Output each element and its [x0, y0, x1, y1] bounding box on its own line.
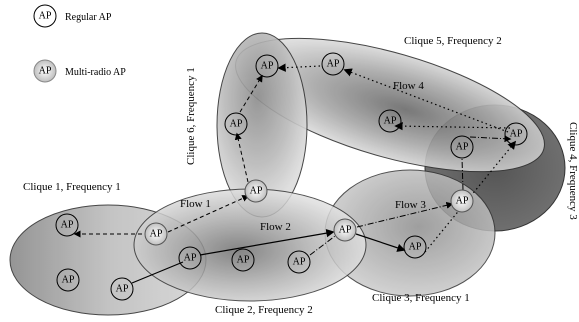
- regular-ap-node: [321, 52, 345, 76]
- multi-radio-ap-node-label: AP: [250, 186, 263, 197]
- regular-ap-node-label: AP: [116, 284, 129, 295]
- regular-ap-node-label: AP: [327, 59, 340, 70]
- legend-multi-radio-ap-symbol: AP: [39, 66, 52, 77]
- flow-1-label: Flow 1: [180, 198, 211, 210]
- multi-radio-aps: AP AP AP AP: [144, 179, 474, 246]
- clique-6-label: Clique 6, Frequency 1: [185, 67, 197, 165]
- flow-2-label: Flow 2: [260, 221, 291, 233]
- regular-ap-node: [504, 122, 528, 146]
- regular-ap-node: [55, 213, 79, 237]
- regular-ap-node-label: AP: [237, 255, 250, 266]
- regular-ap-node-label: AP: [510, 129, 523, 140]
- regular-ap-node-label: AP: [62, 275, 75, 286]
- regular-ap-node: [231, 248, 255, 272]
- clique-4-label: Clique 4, Frequency 3: [567, 122, 579, 220]
- regular-ap-node: [287, 250, 311, 274]
- flow-3-label: Flow 3: [395, 199, 426, 211]
- flow-4-path: [277, 63, 517, 253]
- clique-2-region: [133, 188, 367, 302]
- flow-3-path: [309, 135, 512, 256]
- regular-ap-node-label: AP: [409, 242, 422, 253]
- regular-ap-node: [110, 277, 134, 301]
- legend-multi-radio-ap-label: Multi-radio AP: [65, 67, 126, 78]
- legend-regular-ap-symbol: AP: [39, 11, 52, 22]
- regular-ap-node: [224, 112, 248, 136]
- regular-ap-node-label: AP: [261, 61, 274, 72]
- legend-regular-ap-icon: [33, 4, 57, 28]
- regular-ap-node: [403, 235, 427, 259]
- regular-ap-node-label: AP: [456, 142, 469, 153]
- multi-radio-ap-node: [450, 189, 474, 213]
- regular-ap-node-label: AP: [384, 116, 397, 127]
- regular-ap-node: [255, 54, 279, 78]
- regular-ap-node-label: AP: [61, 220, 74, 231]
- clique-5-label: Clique 5, Frequency 2: [404, 35, 502, 47]
- clique-1-label: Clique 1, Frequency 1: [23, 181, 121, 193]
- multi-radio-ap-node-label: AP: [339, 225, 352, 236]
- multi-radio-ap-node: [333, 218, 357, 242]
- regular-ap-node: [178, 246, 202, 270]
- legend: AP Regular AP AP Multi-radio AP: [33, 4, 126, 83]
- regular-ap-node: [450, 135, 474, 159]
- regular-ap-node: [56, 268, 80, 292]
- legend-regular-ap-label: Regular AP: [65, 12, 112, 23]
- flow-1-path: [73, 74, 263, 238]
- regular-ap-node-label: AP: [184, 253, 197, 264]
- regular-aps: AP AP AP AP AP AP AP AP AP AP AP AP AP: [55, 52, 528, 301]
- multi-radio-ap-node: [144, 222, 168, 246]
- clique-2-label: Clique 2, Frequency 2: [215, 304, 313, 316]
- multi-radio-ap-node: [244, 179, 268, 203]
- clique-3-label: Clique 3, Frequency 1: [372, 292, 470, 304]
- regular-ap-node-label: AP: [293, 257, 306, 268]
- legend-multi-radio-ap-icon: [33, 59, 57, 83]
- multi-radio-ap-node-label: AP: [456, 196, 469, 207]
- regular-ap-node-label: AP: [230, 119, 243, 130]
- multi-radio-ap-node-label: AP: [150, 229, 163, 240]
- regular-ap-node: [378, 109, 402, 133]
- flow-2-path: [131, 229, 406, 284]
- flow-4-label: Flow 4: [393, 80, 424, 92]
